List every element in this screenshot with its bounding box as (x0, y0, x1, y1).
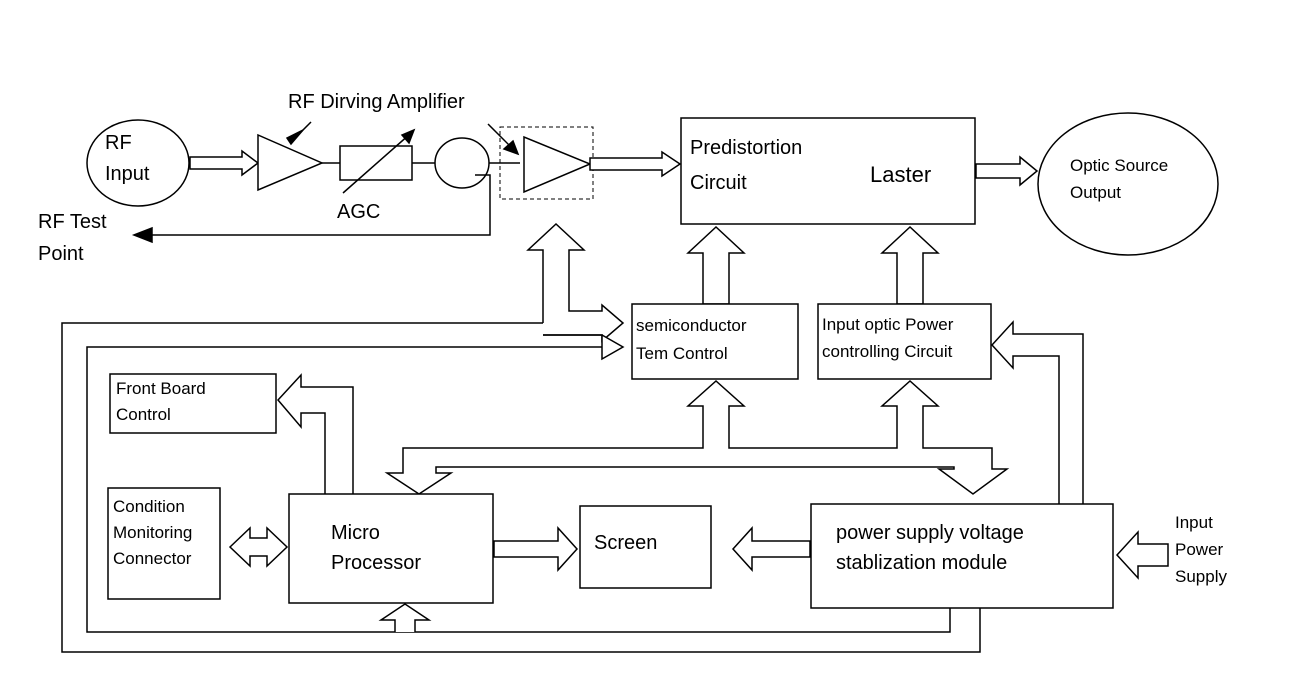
agc-variable-arrow (342, 133, 411, 194)
power-module-to-optic-arrow (990, 320, 1084, 504)
input-power-label-3: Supply (1175, 567, 1227, 586)
power-to-screen-arrow (731, 526, 811, 572)
screen-label: Screen (594, 532, 657, 554)
inner-loop-line (86, 346, 951, 633)
rf-test-point-label-1: RF Test (38, 211, 107, 233)
laster-label: Laster (870, 162, 931, 187)
predistortion-label-2: Circuit (690, 172, 747, 194)
front-board-control-box (109, 373, 277, 434)
driving-amp-pointer-arrow (502, 139, 520, 156)
optic-source-output-node (1037, 112, 1219, 256)
input-optic-power-box (817, 303, 992, 380)
rf-input-node (86, 119, 190, 207)
predistortion-label-1: Predistortion (690, 137, 802, 159)
power-supply-module-box (810, 503, 1114, 609)
tec-label-2: Tem Control (636, 344, 728, 363)
optic-power-label-1: Input optic Power (822, 315, 954, 334)
power-control-to-laser-arrow (880, 225, 940, 305)
power-module-label-1: power supply voltage (836, 522, 1024, 544)
test-point-line (140, 174, 491, 236)
mcu-to-screen-arrow (493, 526, 579, 572)
predistortion-laser-box (680, 117, 976, 225)
amplifier-1 (257, 133, 324, 192)
semiconductor-tem-control-box (631, 303, 799, 380)
coupler (434, 137, 490, 189)
laser-to-output-arrow (975, 155, 1039, 187)
loop-to-mcu-arrow (378, 603, 432, 632)
mcu-label-2: Processor (331, 552, 421, 574)
front-board-label-1: Front Board (116, 379, 206, 398)
optic-output-label-2: Output (1070, 183, 1121, 202)
control-bus-arrow (384, 379, 1010, 495)
optic-power-label-2: controlling Circuit (822, 342, 953, 361)
mcu-to-front-board-arrow (276, 373, 354, 494)
driving-amplifier (523, 135, 592, 194)
rf-input-arrow (189, 149, 260, 177)
tec-label-1: semiconductor (636, 316, 747, 335)
input-power-label-1: Input (1175, 513, 1213, 532)
rf-test-point-label-2: Point (38, 243, 84, 265)
condition-label-3: Connector (113, 549, 192, 568)
agc-label: AGC (337, 201, 380, 223)
screen-box (579, 505, 712, 589)
tec-to-laser-arrow (686, 225, 746, 305)
connector-mcu-bidirectional-arrow (228, 526, 289, 568)
rf-input-label-2: Input (105, 163, 150, 185)
mcu-label-1: Micro (331, 522, 380, 544)
optic-output-label-1: Optic Source (1070, 156, 1168, 175)
test-point-arrow (131, 226, 153, 244)
condition-label-1: Condition (113, 497, 185, 516)
inner-loop-arrow-head (543, 334, 625, 361)
rf-input-label-1: RF (105, 132, 132, 154)
micro-processor-box (288, 493, 494, 604)
power-module-label-2: stablization module (836, 552, 1007, 574)
input-power-label-2: Power (1175, 540, 1224, 559)
rf-driving-amplifier-label: RF Dirving Amplifier (288, 91, 465, 113)
condition-label-2: Monitoring (113, 523, 192, 542)
front-board-label-2: Control (116, 405, 171, 424)
amp-to-predistortion-arrow (589, 150, 682, 178)
outer-loop-line (61, 322, 981, 653)
condition-monitoring-box (107, 487, 221, 600)
input-power-arrow (1115, 530, 1169, 580)
